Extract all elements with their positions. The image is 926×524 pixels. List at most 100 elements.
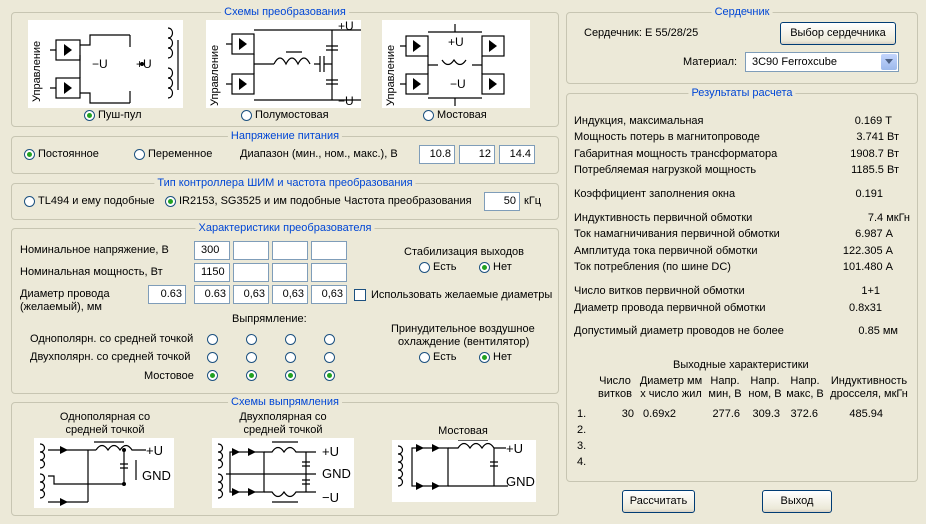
stabilization-label: Стабилизация выходов bbox=[404, 246, 524, 258]
scheme-pushpull-radio[interactable] bbox=[84, 110, 95, 121]
result-label: Ток потребления (по шине DC) bbox=[574, 261, 731, 273]
row-vmax: 372.6 bbox=[790, 408, 818, 420]
fan-label-1: Принудительное воздушное bbox=[391, 323, 535, 335]
row-num: 3. bbox=[577, 440, 587, 452]
supply-dc-radio[interactable] bbox=[24, 149, 35, 160]
fan-no-radio[interactable] bbox=[479, 352, 490, 363]
result-label: Число витков первичной обмотки bbox=[574, 285, 745, 297]
wire-output-field-2[interactable]: 0,63 bbox=[233, 285, 269, 304]
wire-output-field-1[interactable]: 0.63 bbox=[194, 285, 230, 304]
col-turns-header: Число витков bbox=[590, 375, 640, 401]
supply-min-field[interactable]: 10.8 bbox=[419, 145, 455, 164]
result-value: 122.305 А bbox=[842, 245, 893, 257]
bridge-plus-label: +U bbox=[448, 35, 464, 49]
rect-scheme3-diagram: +U GND bbox=[392, 440, 536, 502]
exit-button[interactable]: Выход bbox=[762, 490, 832, 513]
supply-ac-label: Переменное bbox=[148, 148, 213, 160]
scheme-halfbridge-label: Полумостовая bbox=[255, 109, 329, 121]
result-label: Допустимый диаметр проводов не более bbox=[574, 325, 784, 337]
rect-scheme3-title: Мостовая bbox=[438, 425, 488, 437]
rect-row-label-1: Однополярн. со средней точкой bbox=[30, 333, 194, 345]
rect2-plus-label: +U bbox=[322, 444, 339, 459]
power-field-2[interactable] bbox=[233, 263, 269, 282]
result-label: Мощность потерь в магнитопроводе bbox=[574, 131, 760, 143]
wire-output-field-3[interactable]: 0,63 bbox=[272, 285, 308, 304]
stabilization-yes-radio[interactable] bbox=[419, 262, 430, 273]
rect-radio-r3-c2[interactable] bbox=[246, 370, 257, 381]
scheme-pushpull-label: Пуш-пул bbox=[98, 109, 142, 121]
pwm-freq-field[interactable]: 50 bbox=[484, 192, 520, 211]
supply-dc-label: Постоянное bbox=[38, 148, 99, 160]
result-value: 0.169 Т bbox=[854, 115, 892, 127]
result-value: 0.8х31 bbox=[848, 302, 882, 314]
voltage-field-4[interactable] bbox=[311, 241, 347, 260]
power-field-1[interactable]: 1150 bbox=[194, 263, 230, 282]
rect-radio-r3-c1[interactable] bbox=[207, 370, 218, 381]
result-value: 1908.7 Вт bbox=[850, 148, 899, 160]
rect-radio-r2-c4[interactable] bbox=[324, 352, 335, 363]
supply-ac-radio[interactable] bbox=[134, 149, 145, 160]
result-label: Коэффициент заполнения окна bbox=[574, 188, 736, 200]
col-vmax-header: Напр. макс, В bbox=[782, 375, 828, 401]
wire-output-field-4[interactable]: 0,63 bbox=[311, 285, 347, 304]
calculate-button[interactable]: Рассчитать bbox=[622, 490, 695, 513]
converter-title: Характеристики преобразователя bbox=[195, 222, 375, 235]
conversion-schemes-title: Схемы преобразования bbox=[221, 6, 349, 19]
power-field-3[interactable] bbox=[272, 263, 308, 282]
pwm-ir2153-radio[interactable] bbox=[165, 196, 176, 207]
converter-group: Характеристики преобразователя bbox=[11, 222, 559, 394]
result-label: Ток намагничивания первичной обмотки bbox=[574, 228, 780, 240]
rect-scheme1-title-line1: Однополярная со bbox=[59, 411, 151, 423]
result-value: 6.987 А bbox=[855, 228, 893, 240]
select-core-button[interactable]: Выбор сердечника bbox=[780, 22, 896, 45]
rectifier-schemes-title: Схемы выпрямления bbox=[228, 396, 342, 409]
voltage-field-1[interactable]: 300 bbox=[194, 241, 230, 260]
col-ind-line2: дросселя, мкГн bbox=[830, 388, 908, 400]
scheme-halfbridge-radio[interactable] bbox=[241, 110, 252, 121]
result-value: 1+1 bbox=[861, 285, 880, 297]
wire-primary-field[interactable]: 0.63 bbox=[148, 285, 186, 304]
scheme-bridge-radio[interactable] bbox=[423, 110, 434, 121]
rect-radio-r1-c4[interactable] bbox=[324, 334, 335, 345]
rect-row-label-3: Мостовое bbox=[144, 370, 194, 382]
row-vmin: 277.6 bbox=[712, 408, 740, 420]
pwm-tl494-radio[interactable] bbox=[24, 196, 35, 207]
col-vmin-header: Напр. мин, В bbox=[703, 375, 747, 401]
supply-voltage-title: Напряжение питания bbox=[227, 130, 343, 143]
rect-radio-r2-c3[interactable] bbox=[285, 352, 296, 363]
rect-radio-r3-c3[interactable] bbox=[285, 370, 296, 381]
result-value: 0.85 мм bbox=[858, 325, 898, 337]
use-desired-diameters-checkbox[interactable] bbox=[354, 289, 366, 301]
wire-diameter-label-2: (желаемый), мм bbox=[20, 301, 102, 313]
stabilization-no-radio[interactable] bbox=[479, 262, 490, 273]
voltage-field-3[interactable] bbox=[272, 241, 308, 260]
power-field-4[interactable] bbox=[311, 263, 347, 282]
rect-radio-r2-c1[interactable] bbox=[207, 352, 218, 363]
rect-radio-r3-c4[interactable] bbox=[324, 370, 335, 381]
rect-scheme2-title-line1: Двухполярная со bbox=[239, 411, 327, 423]
results-group: Результаты расчета bbox=[566, 87, 918, 482]
supply-nom-field[interactable]: 12 bbox=[459, 145, 495, 164]
rect1-gnd-label: GND bbox=[142, 468, 171, 483]
result-value: 7.4 мкГн bbox=[867, 212, 910, 224]
fan-yes-label: Есть bbox=[433, 351, 457, 363]
rect-radio-r1-c1[interactable] bbox=[207, 334, 218, 345]
col-vmin-line1: Напр. bbox=[710, 375, 740, 387]
material-dropdown-button[interactable] bbox=[881, 54, 897, 70]
supply-max-field[interactable]: 14.4 bbox=[499, 145, 535, 164]
fan-yes-radio[interactable] bbox=[419, 352, 430, 363]
rect-radio-r2-c2[interactable] bbox=[246, 352, 257, 363]
voltage-field-2[interactable] bbox=[233, 241, 269, 260]
rect-radio-r1-c2[interactable] bbox=[246, 334, 257, 345]
pwm-ir2153-label: IR2153, SG3525 и им подобные bbox=[179, 195, 341, 207]
row-ind: 485.94 bbox=[849, 408, 883, 420]
pwm-group: Тип контроллера ШИМ и частота преобразов… bbox=[11, 177, 559, 220]
half-bridge-diagram: Управление +U −U bbox=[206, 20, 361, 108]
row-diam: 0.69х2 bbox=[643, 408, 677, 420]
result-value: 0.191 bbox=[855, 188, 883, 200]
rect-radio-r1-c3[interactable] bbox=[285, 334, 296, 345]
material-select[interactable]: 3C90 Ferroxcube bbox=[745, 52, 899, 72]
rect-scheme2-title-line2: средней точкой bbox=[243, 424, 323, 436]
bridge-minus-label: −U bbox=[450, 77, 466, 91]
result-label: Габаритная мощность трансформатора bbox=[574, 148, 778, 160]
